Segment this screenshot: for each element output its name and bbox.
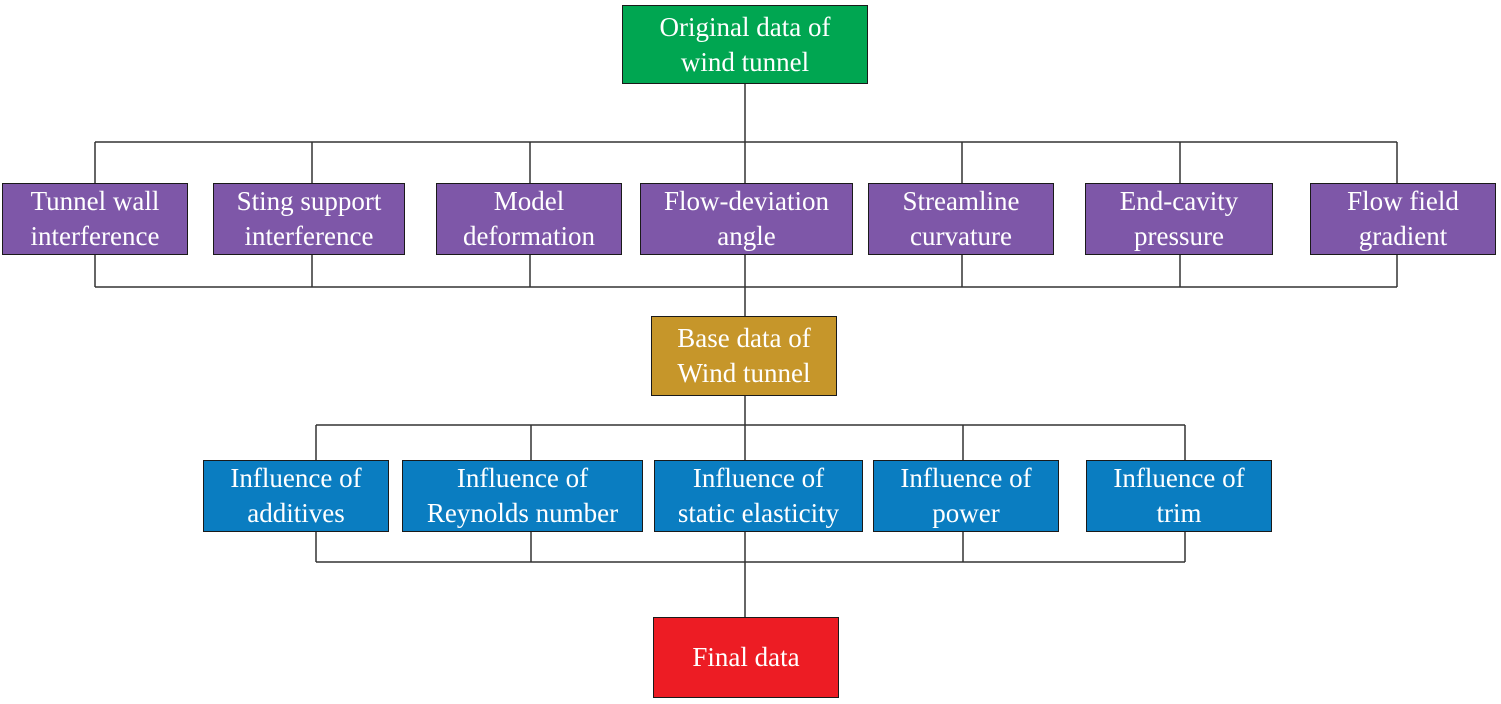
final-data-node: Final data — [653, 617, 839, 698]
factor-flow-deviation-angle: Flow-deviation angle — [640, 183, 853, 255]
factor-sting-support-interference: Sting support interference — [213, 183, 405, 255]
factor-tunnel-wall-interference: Tunnel wall interference — [2, 183, 188, 255]
influence-power: Influence of power — [873, 460, 1059, 532]
influence-reynolds-number: Influence of Reynolds number — [402, 460, 643, 532]
factor-model-deformation: Model deformation — [436, 183, 622, 255]
influence-additives: Influence of additives — [203, 460, 389, 532]
factor-end-cavity-pressure: End-cavity pressure — [1085, 183, 1273, 255]
base-data-node: Base data of Wind tunnel — [651, 316, 837, 396]
original-data-node: Original data of wind tunnel — [622, 5, 868, 84]
influence-static-elasticity: Influence of static elasticity — [654, 460, 863, 532]
influence-trim: Influence of trim — [1086, 460, 1272, 532]
factor-streamline-curvature: Streamline curvature — [868, 183, 1054, 255]
factor-flow-field-gradient: Flow field gradient — [1310, 183, 1496, 255]
